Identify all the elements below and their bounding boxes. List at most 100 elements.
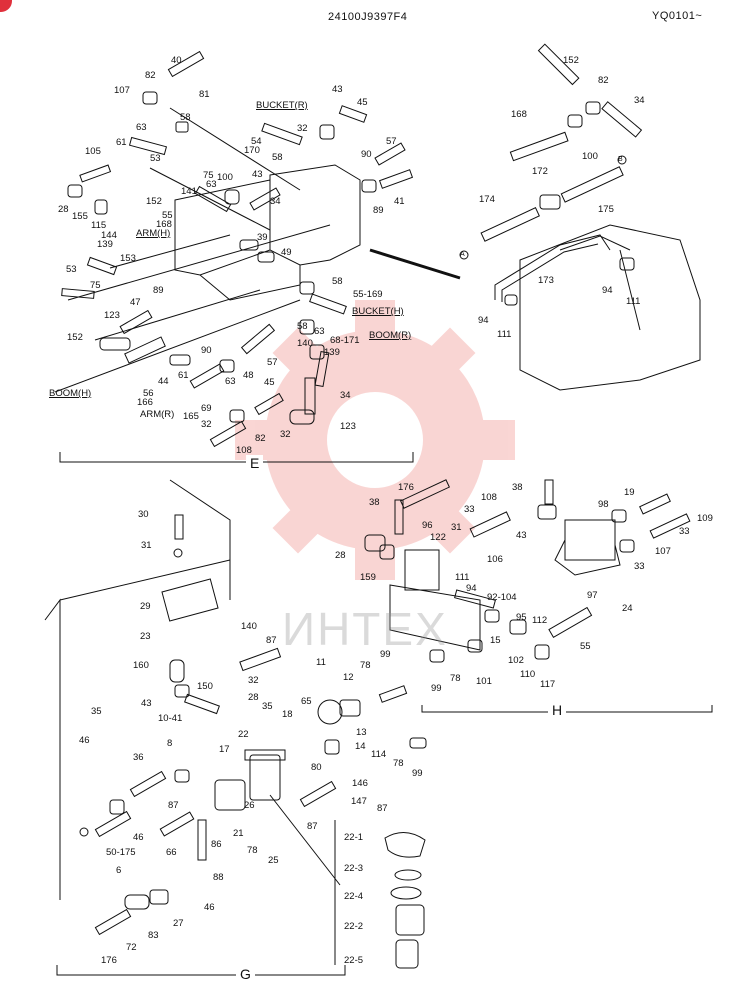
- callout: 34: [634, 95, 645, 106]
- callout: 44: [158, 376, 169, 387]
- callout: 66: [166, 847, 177, 858]
- callout: 114: [371, 749, 387, 760]
- callout: 82: [255, 433, 266, 444]
- callout: 14: [355, 741, 366, 752]
- circle-marker-a: A: [460, 251, 465, 258]
- callout: 24: [622, 603, 633, 614]
- callout: 111: [497, 329, 512, 340]
- callout: 117: [540, 679, 556, 690]
- callout: 166: [137, 397, 153, 408]
- callout: 174: [479, 194, 495, 205]
- callout: 6: [116, 865, 122, 876]
- callout: 123: [104, 310, 120, 321]
- callout: 32: [248, 675, 259, 686]
- callout: 28: [248, 692, 259, 703]
- callout: 82: [598, 75, 609, 86]
- callout: 27: [173, 918, 184, 929]
- callout: 35: [91, 706, 102, 717]
- callout: 160: [133, 660, 149, 671]
- callout: 147: [351, 796, 367, 807]
- callout: 159: [360, 572, 376, 583]
- callout: 22-4: [344, 891, 364, 902]
- callout: 90: [201, 345, 212, 356]
- callout: 58: [180, 112, 191, 123]
- callout: 83: [148, 930, 159, 941]
- callout: 58: [297, 321, 308, 332]
- callout: 78: [247, 845, 258, 856]
- callout: 170: [244, 145, 260, 156]
- callout: 172: [532, 166, 548, 177]
- callout: 122: [430, 532, 446, 543]
- callout: 17: [219, 744, 230, 755]
- callout: 105: [85, 146, 101, 157]
- callout: 40: [171, 55, 182, 66]
- callout: 39: [257, 232, 268, 243]
- callout: 152: [563, 55, 579, 66]
- callout: 22-1: [344, 832, 364, 843]
- callout: 98: [598, 499, 609, 510]
- callout: 41: [394, 196, 405, 207]
- callout: 18: [282, 709, 293, 720]
- callout: 54: [251, 136, 262, 147]
- callout: 47: [130, 297, 141, 308]
- callout: 53: [66, 264, 77, 275]
- callout: 140: [297, 338, 313, 349]
- callout: 94: [478, 315, 489, 326]
- callout: 155: [72, 211, 88, 222]
- arm-h-label: ARM(H): [136, 228, 171, 239]
- callout: 108: [481, 492, 497, 503]
- callout: 63: [314, 326, 325, 337]
- callout: 152: [146, 196, 162, 207]
- callout: 111: [455, 572, 470, 583]
- callout: 43: [141, 698, 152, 709]
- callout: 55-169: [353, 289, 383, 300]
- callout: 63: [136, 122, 147, 133]
- callout: 90: [361, 149, 372, 160]
- callout: 99: [380, 649, 391, 660]
- callout: 38: [512, 482, 523, 493]
- callout: 75: [90, 280, 101, 291]
- callout: 11: [316, 657, 326, 668]
- callout: 36: [133, 752, 144, 763]
- callout: 87: [266, 635, 277, 646]
- callout: 43: [252, 169, 263, 180]
- callout: 63: [225, 376, 236, 387]
- callout: 28: [335, 550, 346, 561]
- callout: 57: [267, 357, 278, 368]
- callout: 19: [624, 487, 635, 498]
- callout: 28: [58, 204, 69, 215]
- callout: 175: [598, 204, 614, 215]
- callout: 58: [332, 276, 343, 287]
- callout: 94: [466, 583, 477, 594]
- callout: 57: [386, 136, 397, 147]
- callout: 8: [167, 738, 173, 749]
- callout: 49: [281, 247, 292, 258]
- callout: 32: [280, 429, 291, 440]
- callout: 23: [140, 631, 151, 642]
- callout: 30: [138, 509, 149, 520]
- callout: 144: [101, 230, 117, 241]
- callout: 15: [490, 635, 501, 646]
- callout: 22: [238, 729, 249, 740]
- callout: 87: [307, 821, 318, 832]
- bucket-h-label: BUCKET(H): [352, 306, 404, 317]
- callout: 139: [97, 239, 113, 250]
- callout: 112: [532, 615, 548, 626]
- callout: 80: [311, 762, 322, 773]
- callout: 68-171: [330, 335, 360, 346]
- callout: 55: [580, 641, 591, 652]
- callout: 26: [244, 800, 255, 811]
- serial-range: YQ0101~: [652, 10, 703, 22]
- callout: 12: [343, 672, 354, 683]
- callout: 46: [79, 735, 90, 746]
- callout: 88: [213, 872, 224, 883]
- callout: 165: [183, 411, 199, 422]
- callout: 29: [140, 601, 151, 612]
- callout: 102: [508, 655, 524, 666]
- callout: 61: [178, 370, 189, 381]
- callout: 107: [114, 85, 130, 96]
- callout: 25: [268, 855, 279, 866]
- callout: 63: [206, 179, 217, 190]
- callout: 99: [431, 683, 442, 694]
